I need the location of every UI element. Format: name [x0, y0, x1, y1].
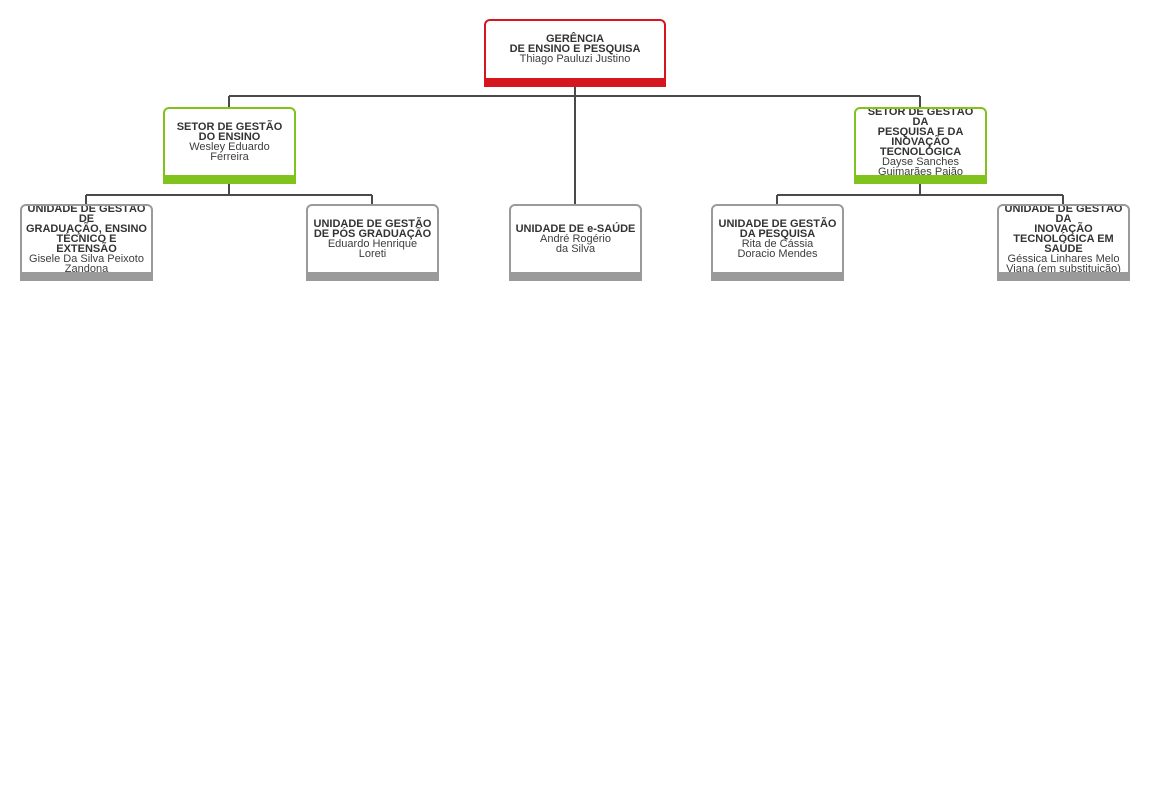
org-node-unidade-pos-graduacao: UNIDADE DE GESTÃO DE PÓS GRADUAÇÃO Eduar… [306, 204, 439, 281]
org-node-name: Gisele Da Silva Peixoto Zandona [29, 252, 144, 275]
org-node-title: UNIDADE DE GESTÃO DA PESQUISA [718, 217, 837, 240]
org-node-name: Dayse Sanches Guimarães Paião [878, 155, 963, 178]
org-node-name: Wesley Eduardo Ferreira [189, 140, 270, 163]
org-node-setor-gestao-pesquisa-inovacao: SETOR DE GESTÃO DA PESQUISA E DA INOVAÇÃ… [854, 107, 987, 184]
org-node-gerencia-ensino-pesquisa: GERÊNCIA DE ENSINO E PESQUISA Thiago Pau… [484, 19, 666, 87]
org-node-name: Eduardo Henrique Loreti [327, 237, 418, 260]
org-node-unidade-e-saude: UNIDADE DE e-SAÚDE André Rogério da Silv… [509, 204, 642, 281]
org-node-setor-gestao-ensino: SETOR DE GESTÃO DO ENSINO Wesley Eduardo… [163, 107, 296, 184]
org-node-title: GERÊNCIA DE ENSINO E PESQUISA [509, 33, 641, 55]
org-node-name: Géssica Linhares Melo Viana (em substitu… [1006, 252, 1121, 275]
org-node-title: UNIDADE DE GESTÃO DE PÓS GRADUAÇÃO [313, 217, 432, 240]
org-node-unidade-inovacao-tecnologica-saude: UNIDADE DE GESTÃO DA INOVAÇÃO TECNOLÓGIC… [997, 204, 1130, 281]
org-node-name: André Rogério da Silva [540, 232, 611, 255]
org-node-unidade-graduacao-ensino-tecnico-extensao: UNIDADE DE GESTÃO DE GRADUAÇÃO, ENSINO T… [20, 204, 153, 281]
org-node-title: UNIDADE DE e-SAÚDE [515, 222, 636, 235]
org-node-name: Rita de Cássia Doracio Mendes [737, 237, 818, 260]
org-node-title: SETOR DE GESTÃO DO ENSINO [176, 120, 283, 143]
org-node-name: Thiago Pauluzi Justino [519, 53, 631, 65]
org-node-title: SETOR DE GESTÃO DA PESQUISA E DA INOVAÇÃ… [867, 107, 974, 158]
org-node-title: UNIDADE DE GESTÃO DE GRADUAÇÃO, ENSINO T… [25, 204, 147, 255]
org-node-title: UNIDADE DE GESTÃO DA INOVAÇÃO TECNOLÓGIC… [1004, 204, 1123, 255]
org-node-unidade-gestao-pesquisa: UNIDADE DE GESTÃO DA PESQUISA Rita de Cá… [711, 204, 844, 281]
